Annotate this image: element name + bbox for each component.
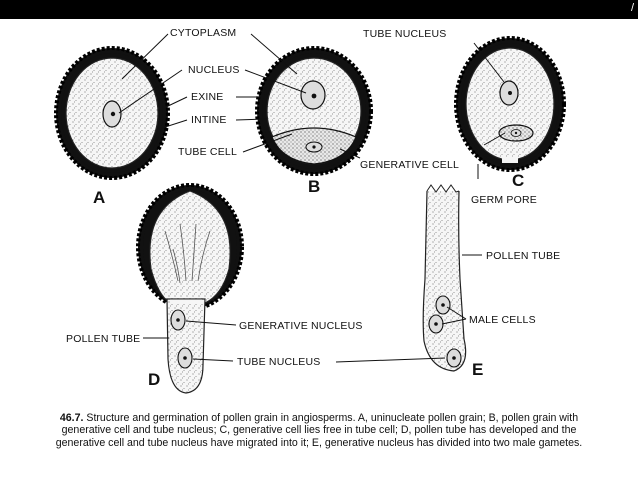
panel-letter-b: B [308, 177, 320, 196]
panel-letter-d: D [148, 370, 160, 389]
label-pollen-tube-d: POLLEN TUBE [66, 333, 140, 345]
leader-lines [118, 33, 506, 363]
label-generative-nucleus: GENERATIVE NUCLEUS [239, 320, 363, 332]
label-tube-nucleus-c: TUBE NUCLEUS [363, 28, 447, 40]
label-generative-cell: GENERATIVE CELL [360, 159, 459, 171]
top-bar: / [0, 0, 638, 19]
germ-pore-c [502, 157, 518, 163]
label-exine: EXINE [191, 91, 224, 103]
caption-text: Structure and germination of pollen grai… [55, 412, 583, 449]
figure-caption: 46.7. Structure and germination of polle… [40, 412, 598, 449]
panel-letter-a: A [93, 188, 105, 207]
figure-number: 46.7. [59, 412, 84, 424]
label-intine: INTINE [191, 114, 227, 126]
label-nucleus: NUCLEUS [188, 64, 240, 76]
pollen-tube-e [422, 184, 467, 372]
pollen-grain-b [255, 46, 373, 176]
label-germ-pore: GERM PORE [471, 194, 537, 206]
panel-letter-c: C [512, 171, 524, 190]
label-cytoplasm: CYTOPLASM [170, 27, 236, 39]
corner-mark: / [630, 2, 634, 14]
pollen-grain-d [136, 183, 244, 394]
label-tube-nucleus-d: TUBE NUCLEUS [237, 356, 321, 368]
pollen-grain-a [54, 46, 170, 180]
label-tube-cell: TUBE CELL [178, 146, 237, 158]
label-pollen-tube-e: POLLEN TUBE [486, 250, 560, 262]
pollen-diagram: CYTOPLASM NUCLEUS EXINE INTINE TUBE CELL… [54, 27, 566, 394]
label-male-cells: MALE CELLS [469, 314, 536, 326]
pollen-grain-c [454, 36, 566, 172]
panel-letter-e: E [472, 360, 483, 379]
